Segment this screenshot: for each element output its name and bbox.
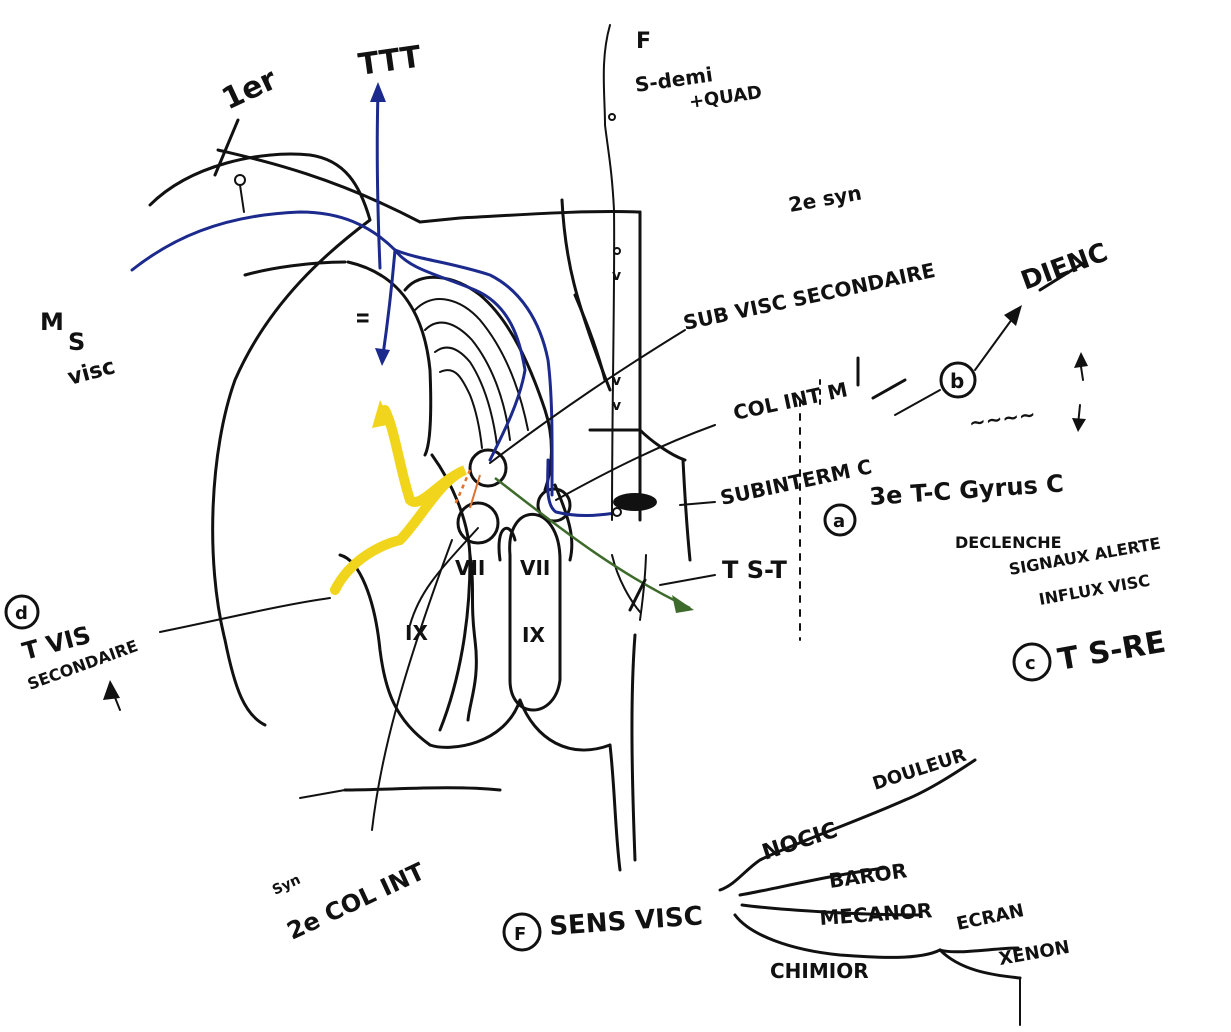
blue-pathway bbox=[132, 82, 615, 516]
label-lamina-vii-a: VII bbox=[455, 556, 485, 580]
label-ms-m: M bbox=[40, 308, 64, 336]
label-ts-re: T S-RE bbox=[1055, 625, 1168, 678]
label-syn: Syn bbox=[270, 872, 303, 899]
label-circle-d: d bbox=[15, 603, 28, 624]
label-circle-c: c bbox=[1025, 653, 1036, 674]
label-sens-visc: SENS VISC bbox=[548, 901, 703, 942]
label-ms-visc: visc bbox=[65, 354, 118, 391]
label-col-int-m: COL INT M bbox=[731, 377, 850, 425]
green-tract bbox=[495, 478, 690, 608]
sens-visc-tree bbox=[720, 760, 1020, 1025]
label-circle-b: b bbox=[950, 369, 964, 393]
f-vertical-neuron: v v v bbox=[604, 25, 621, 520]
label-lamina-ix-a: IX bbox=[405, 621, 428, 645]
label-influx: INFLUX VISC bbox=[1037, 571, 1151, 609]
svg-text:v: v bbox=[612, 268, 621, 284]
label-baror: BAROR bbox=[827, 858, 908, 893]
label-xenon: XENON bbox=[997, 937, 1071, 970]
label-2e-syn: 2e syn bbox=[787, 181, 864, 217]
label-douleur: DOULEUR bbox=[870, 745, 969, 795]
label-mecanor: MECANOR bbox=[819, 898, 933, 930]
label-3e-tc: 3e T-C Gyrus C bbox=[868, 469, 1064, 511]
label-primary-neuron: 1er bbox=[217, 62, 283, 117]
green-arrowhead bbox=[672, 595, 694, 613]
svg-text:v: v bbox=[612, 398, 621, 414]
label-f: F bbox=[636, 29, 651, 54]
label-lamina-ii: II bbox=[353, 312, 372, 324]
label-2e-col-int: 2e COL INT bbox=[283, 857, 430, 945]
label-lamina-ix-b: IX bbox=[522, 623, 545, 647]
label-circle-a: a bbox=[833, 511, 845, 532]
label-nocic: NOCIC bbox=[759, 818, 841, 866]
label-declenche: DECLENCHE bbox=[955, 533, 1062, 552]
label-subintermed-c: SUBINTERM C bbox=[718, 454, 874, 510]
label-wavy: ~~~~ bbox=[967, 402, 1037, 435]
label-ts-t: T S-T bbox=[722, 556, 787, 584]
label-lamina-vii-b: VII bbox=[520, 556, 550, 580]
text-labels: 1er M S visc TTT F S-demi +QUAD 2e syn S… bbox=[6, 29, 1168, 983]
label-ecran: ECRAN bbox=[955, 900, 1026, 935]
label-ms-s: S bbox=[68, 328, 85, 356]
label-circle-f: F bbox=[514, 924, 526, 945]
label-dienc: DIENC bbox=[1017, 238, 1112, 297]
label-ttt: TTT bbox=[356, 39, 424, 82]
label-chimior: CHIMIOR bbox=[770, 959, 869, 983]
